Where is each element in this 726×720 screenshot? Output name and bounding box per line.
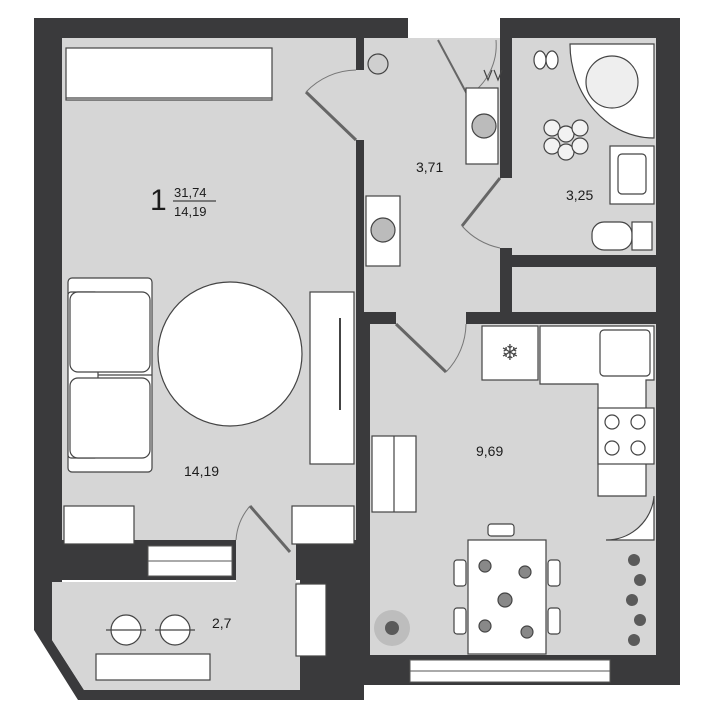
kitchen-sink [599, 329, 651, 377]
living-room-furniture [63, 47, 355, 545]
area-labels: 1 31,74 14,19 14,19 3,71 3,25 9,69 2,7 [150, 159, 593, 631]
living-area: 14,19 [174, 204, 207, 219]
kitchen-furniture: ❄ [371, 325, 655, 655]
bathroom-fixtures [533, 43, 655, 251]
plants [374, 554, 646, 646]
hall-furniture [365, 53, 503, 267]
svg-text:❄: ❄ [501, 341, 519, 366]
wardrobe [65, 47, 273, 101]
living-room-area: 14,19 [184, 463, 219, 479]
balcony-bench [95, 653, 211, 681]
hall-area: 3,71 [416, 159, 443, 175]
total-area: 31,74 [174, 185, 207, 200]
bathroom-area: 3,25 [566, 187, 593, 203]
rooms-count: 1 [150, 184, 167, 217]
tv-stand [309, 291, 355, 465]
toilet [591, 221, 633, 251]
closet-floor [512, 267, 656, 312]
hall-floor [364, 38, 500, 312]
radiator-right [291, 505, 355, 545]
windows [147, 545, 611, 683]
doors [235, 39, 502, 553]
stove [597, 407, 655, 465]
radiator-left [63, 505, 135, 545]
kitchen-area: 9,69 [476, 443, 503, 459]
fridge [481, 325, 539, 381]
balcony-furniture [95, 583, 327, 681]
plant [367, 53, 389, 75]
balcony-area: 2,7 [212, 615, 232, 631]
round-rug [157, 281, 303, 427]
balcony-cabinet [295, 583, 327, 657]
